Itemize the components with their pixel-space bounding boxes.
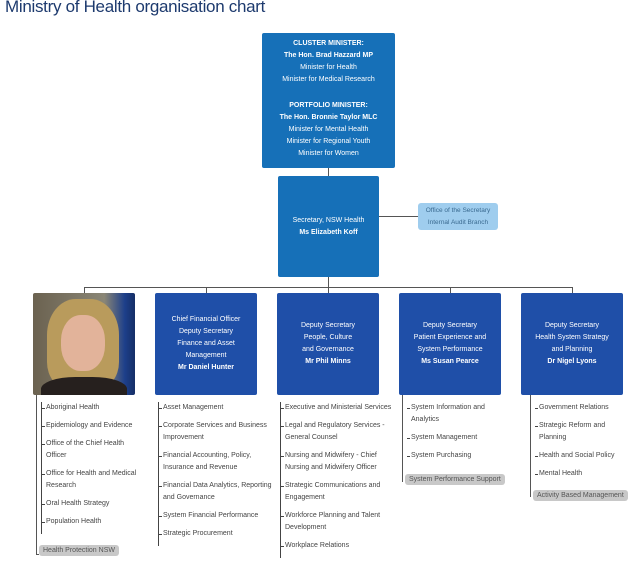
deputy-box-people: Deputy Secretary People, Culture and Gov… bbox=[277, 293, 379, 395]
list-item: Office of the Chief Health Officer bbox=[42, 438, 138, 462]
secretary-role: Secretary, NSW Health bbox=[292, 216, 365, 224]
role-line: Deputy Secretary bbox=[300, 322, 356, 329]
connector bbox=[84, 287, 85, 293]
connector bbox=[328, 168, 329, 176]
office-line: Office of the Secretary bbox=[425, 206, 491, 214]
portfolio-name: The Hon. Bronnie Taylor MLC bbox=[279, 114, 378, 121]
secretary-box: Secretary, NSW Health Ms Elizabeth Koff bbox=[278, 176, 379, 277]
role-line: People, Culture bbox=[303, 334, 353, 341]
connector bbox=[36, 554, 39, 555]
page-title: Ministry of Health organisation chart bbox=[5, 0, 266, 16]
list-item: Strategic Reform and Planning bbox=[535, 420, 634, 444]
list-item: Financial Accounting, Policy, Insurance … bbox=[159, 450, 273, 474]
connector bbox=[206, 287, 207, 293]
list-item: Financial Data Analytics, Reporting and … bbox=[159, 480, 273, 504]
list-item: System Purchasing bbox=[407, 450, 491, 462]
cluster-role: Minister for Health bbox=[300, 64, 357, 71]
list-item: Nursing and Midwifery - Chief Nursing an… bbox=[281, 450, 395, 474]
portfolio-role: Minister for Women bbox=[298, 150, 359, 157]
role-line: Finance and Asset bbox=[177, 340, 235, 347]
list-item: Executive and Ministerial Services bbox=[281, 402, 395, 414]
role-line: Deputy Secretary bbox=[178, 328, 234, 335]
person-name: Mr Phil Minns bbox=[305, 358, 351, 365]
list-chief-health-officer: Aboriginal Health Epidemiology and Evide… bbox=[41, 402, 138, 534]
list-item: Workforce Planning and Talent Developmen… bbox=[281, 510, 395, 534]
deputy-box-patient: Deputy Secretary Patient Experience and … bbox=[399, 293, 501, 395]
footer-unit: Health Protection NSW bbox=[39, 545, 119, 556]
footer-unit: Activity Based Management bbox=[533, 490, 628, 501]
office-of-secretary-box: Office of the Secretary Internal Audit B… bbox=[418, 203, 498, 230]
connector bbox=[450, 287, 451, 293]
list-item: Workplace Relations bbox=[281, 540, 395, 552]
role-line: Deputy Secretary bbox=[422, 322, 478, 329]
connector bbox=[572, 287, 573, 293]
role-line: and Planning bbox=[551, 346, 593, 353]
connector bbox=[328, 277, 329, 287]
list-item: System Financial Performance bbox=[159, 510, 273, 522]
minister-box: CLUSTER MINISTER: The Hon. Brad Hazzard … bbox=[262, 33, 395, 168]
connector bbox=[530, 395, 531, 497]
role-line: Management bbox=[185, 352, 227, 359]
person-name: Ms Susan Pearce bbox=[421, 358, 479, 365]
list-item: Legal and Regulatory Services - General … bbox=[281, 420, 395, 444]
list-item: Mental Health bbox=[535, 468, 634, 480]
connector bbox=[328, 287, 329, 293]
list-item: Government Relations bbox=[535, 402, 634, 414]
role-line: Chief Financial Officer bbox=[171, 316, 241, 323]
office-line: Internal Audit Branch bbox=[427, 218, 489, 226]
connector bbox=[36, 395, 37, 555]
cluster-heading: CLUSTER MINISTER: bbox=[293, 40, 364, 47]
connector bbox=[379, 216, 418, 217]
list-item: Health and Social Policy bbox=[535, 450, 634, 462]
cluster-name: The Hon. Brad Hazzard MP bbox=[283, 52, 374, 59]
list-item: System Information and Analytics bbox=[407, 402, 491, 426]
cluster-role: Minister for Medical Research bbox=[282, 76, 375, 83]
list-item: Corporate Services and Business Improvem… bbox=[159, 420, 273, 444]
role-line: Deputy Secretary bbox=[544, 322, 600, 329]
list-item: Strategic Communications and Engagement bbox=[281, 480, 395, 504]
portfolio-role: Minister for Mental Health bbox=[288, 126, 369, 133]
portfolio-heading: PORTFOLIO MINISTER: bbox=[289, 102, 368, 109]
secretary-name: Ms Elizabeth Koff bbox=[299, 228, 358, 236]
person-name: Mr Daniel Hunter bbox=[177, 364, 234, 371]
list-item: Office for Health and Medical Research bbox=[42, 468, 138, 492]
deputy-box-finance: Chief Financial Officer Deputy Secretary… bbox=[155, 293, 257, 395]
portfolio-role: Minister for Regional Youth bbox=[286, 138, 371, 145]
role-line: System Performance bbox=[417, 346, 483, 353]
list-people: Executive and Ministerial Services Legal… bbox=[280, 402, 395, 558]
chief-health-officer-photo bbox=[33, 293, 135, 395]
list-item: Aboriginal Health bbox=[42, 402, 138, 414]
list-item: System Management bbox=[407, 432, 491, 444]
list-finance: Asset Management Corporate Services and … bbox=[158, 402, 273, 546]
role-line: Health System Strategy bbox=[535, 334, 609, 341]
list-patient: System Information and Analytics System … bbox=[407, 402, 491, 468]
list-item: Population Health bbox=[42, 516, 138, 528]
list-item: Asset Management bbox=[159, 402, 273, 414]
list-strategy: Government Relations Strategic Reform an… bbox=[535, 402, 634, 486]
list-item: Epidemiology and Evidence bbox=[42, 420, 138, 432]
role-line: and Governance bbox=[302, 346, 354, 353]
deputy-box-strategy: Deputy Secretary Health System Strategy … bbox=[521, 293, 623, 395]
connector bbox=[402, 395, 403, 482]
list-item: Strategic Procurement bbox=[159, 528, 273, 540]
role-line: Patient Experience and bbox=[413, 334, 487, 341]
list-item: Oral Health Strategy bbox=[42, 498, 138, 510]
person-name: Dr Nigel Lyons bbox=[547, 358, 597, 365]
footer-unit: System Performance Support bbox=[405, 474, 505, 485]
